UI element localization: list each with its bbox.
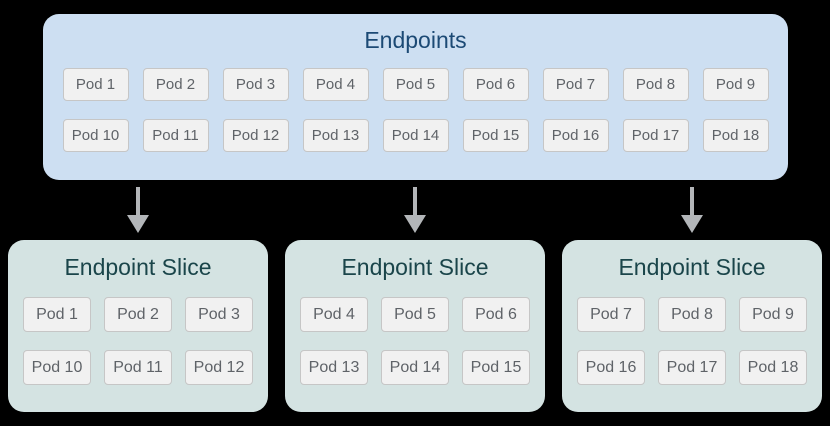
pod-chip: Pod 12 [222,119,289,152]
pod-chip: Pod 12 [185,350,253,385]
pod-chip: Pod 9 [702,68,769,101]
arrow-head [404,215,426,233]
pod-chip: Pod 6 [462,68,529,101]
arrow-stem [136,187,140,215]
down-arrow-icon [681,187,703,233]
pod-chip: Pod 10 [62,119,129,152]
pod-chip: Pod 15 [462,119,529,152]
pod-chip: Pod 4 [302,68,369,101]
pod-chip: Pod 10 [23,350,91,385]
pod-chip: Pod 17 [622,119,689,152]
pod-chip: Pod 16 [542,119,609,152]
endpoints-pods-row-2: Pod 10 Pod 11 Pod 12 Pod 13 Pod 14 Pod 15 Pod … [43,119,788,152]
pod-chip: Pod 18 [739,350,807,385]
pod-chip: Pod 8 [658,297,726,332]
slice-2-pods-row-1: Pod 4 Pod 5 Pod 6 [285,297,545,332]
arrow-head [681,215,703,233]
pod-chip: Pod 15 [462,350,530,385]
arrow-cell-3 [562,187,822,233]
pod-chip: Pod 13 [300,350,368,385]
pod-chip: Pod 11 [142,119,209,152]
down-arrow-icon [404,187,426,233]
pod-chip: Pod 4 [300,297,368,332]
pod-chip: Pod 2 [142,68,209,101]
pod-chip: Pod 7 [542,68,609,101]
slice-3-pods-row-1: Pod 7 Pod 8 Pod 9 [562,297,822,332]
slice-3-pods-row-2: Pod 16 Pod 17 Pod 18 [562,350,822,385]
pod-chip: Pod 9 [739,297,807,332]
down-arrow-icon [127,187,149,233]
pod-chip: Pod 17 [658,350,726,385]
pod-chip: Pod 11 [104,350,172,385]
endpoints-title: Endpoints [364,27,467,53]
pod-chip: Pod 5 [382,68,449,101]
slice-1-pods-row-2: Pod 10 Pod 11 Pod 12 [8,350,268,385]
slice-1-pods-row-1: Pod 1 Pod 2 Pod 3 [8,297,268,332]
endpoint-slice-title: Endpoint Slice [64,254,212,280]
endpoint-slice-title: Endpoint Slice [618,254,766,280]
pod-chip: Pod 5 [381,297,449,332]
arrow-stem [690,187,694,215]
pod-chip: Pod 14 [381,350,449,385]
arrow-cell-2 [285,187,545,233]
slice-2-pods-row-2: Pod 13 Pod 14 Pod 15 [285,350,545,385]
pod-chip: Pod 3 [185,297,253,332]
arrow-cell-1 [8,187,268,233]
pod-chip: Pod 8 [622,68,689,101]
pod-chip: Pod 16 [577,350,645,385]
arrow-stem [413,187,417,215]
pod-chip: Pod 7 [577,297,645,332]
pod-chip: Pod 14 [382,119,449,152]
pod-chip: Pod 2 [104,297,172,332]
pod-chip: Pod 18 [702,119,769,152]
endpoints-box: Endpoints Pod 1 Pod 2 Pod 3 Pod 4 Pod 5 Pod 6… [43,14,788,180]
endpoints-pods-row-1: Pod 1 Pod 2 Pod 3 Pod 4 Pod 5 Pod 6 Pod 7 Pod 8… [43,68,788,101]
pod-chip: Pod 1 [23,297,91,332]
endpoint-slice-title: Endpoint Slice [341,254,489,280]
pod-chip: Pod 3 [222,68,289,101]
pod-chip: Pod 13 [302,119,369,152]
arrow-head [127,215,149,233]
arrows-row [8,187,822,233]
pod-chip: Pod 6 [462,297,530,332]
pod-chip: Pod 1 [62,68,129,101]
